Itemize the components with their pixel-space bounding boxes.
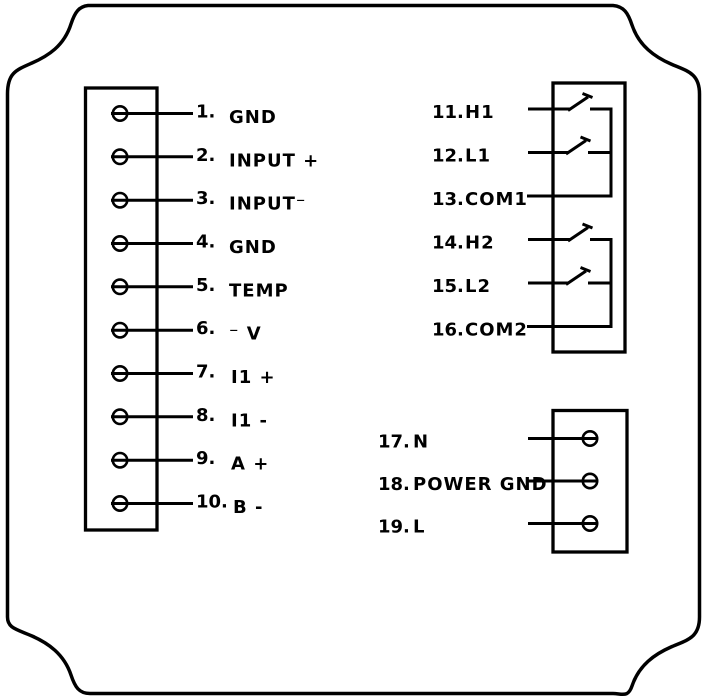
terminal-label: L2 <box>465 276 491 297</box>
terminal-label: H2 <box>465 233 495 254</box>
terminal-circle-17 <box>581 429 599 447</box>
power-block: 17. N 18. POWER GND 19. L <box>378 408 629 554</box>
terminal-label: N <box>413 432 429 453</box>
terminal-label: I1 + <box>231 367 276 388</box>
terminal-circle-8 <box>111 408 129 426</box>
terminal-number: 13. <box>432 189 464 210</box>
terminal-number: 15. <box>432 276 464 297</box>
terminal-number: 18. <box>378 474 410 495</box>
relay2-l-blade <box>565 269 587 286</box>
terminal-label: COM1 <box>465 189 528 210</box>
terminal-circle-3 <box>111 191 129 209</box>
terminal-number: 9. <box>196 448 215 469</box>
terminal-label: H1 <box>465 102 495 123</box>
terminal-number: 1. <box>196 102 215 123</box>
relay-block-outline <box>551 81 627 354</box>
terminal-circle-4 <box>111 235 129 253</box>
terminal-circle-2 <box>111 148 129 166</box>
terminal-label: GND <box>229 107 277 128</box>
terminal-number: 4. <box>196 232 215 253</box>
terminal-number: 10. <box>196 492 228 513</box>
terminal-circle-19 <box>581 514 599 532</box>
terminal-number: 17. <box>378 432 410 453</box>
terminal-number: 2. <box>196 145 215 166</box>
terminal-number: 8. <box>196 405 215 426</box>
terminal-circle-9 <box>111 451 129 469</box>
terminal-label: L <box>413 517 425 538</box>
terminal-number: 6. <box>196 318 215 339</box>
terminal-label: ⁻ V <box>229 324 262 345</box>
terminal-number: 12. <box>432 146 464 167</box>
relay2-h-blade <box>567 226 589 243</box>
relay1-l-blade <box>565 139 587 156</box>
terminal-circle-1 <box>111 105 129 123</box>
terminal-label: GND <box>229 237 277 258</box>
terminal-circle-18 <box>581 472 599 490</box>
terminal-label: I1 - <box>231 410 268 431</box>
terminal-label: TEMP <box>229 280 289 301</box>
terminal-label: A + <box>231 454 269 475</box>
relay2-h-tick <box>581 222 594 230</box>
enclosure-outline <box>5 3 702 697</box>
terminal-number: 19. <box>378 517 410 538</box>
left-terminal-block-outline <box>83 86 159 532</box>
terminal-circle-7 <box>111 364 129 382</box>
terminal-label: INPUT + <box>229 150 319 171</box>
terminal-circle-5 <box>111 278 129 296</box>
relay1-h-blade <box>567 95 589 112</box>
terminal-circle-6 <box>111 321 129 339</box>
relay-block: 11. H1 12. L1 13. COM1 14. H2 15. L2 16.… <box>432 81 627 354</box>
terminal-number: 11. <box>432 102 464 123</box>
terminal-label: INPUT⁻ <box>229 194 306 215</box>
terminal-label: POWER GND <box>413 474 548 495</box>
terminal-number: 16. <box>432 320 464 341</box>
terminal-number: 7. <box>196 362 215 383</box>
terminal-circle-10 <box>111 494 129 512</box>
left-terminal-block: 1. GND 2. INPUT + 3. INPUT⁻ 4. GND 5. TE… <box>83 86 319 532</box>
terminal-number: 14. <box>432 233 464 254</box>
terminal-label: L1 <box>465 146 491 167</box>
terminal-label: B - <box>233 497 263 518</box>
relay2-l-tick <box>579 266 592 273</box>
terminal-number: 5. <box>196 275 215 296</box>
relay1-h-tick <box>581 92 594 99</box>
relay1-l-tick <box>579 135 592 143</box>
terminal-number: 3. <box>196 188 215 209</box>
terminal-label: COM2 <box>465 320 528 341</box>
